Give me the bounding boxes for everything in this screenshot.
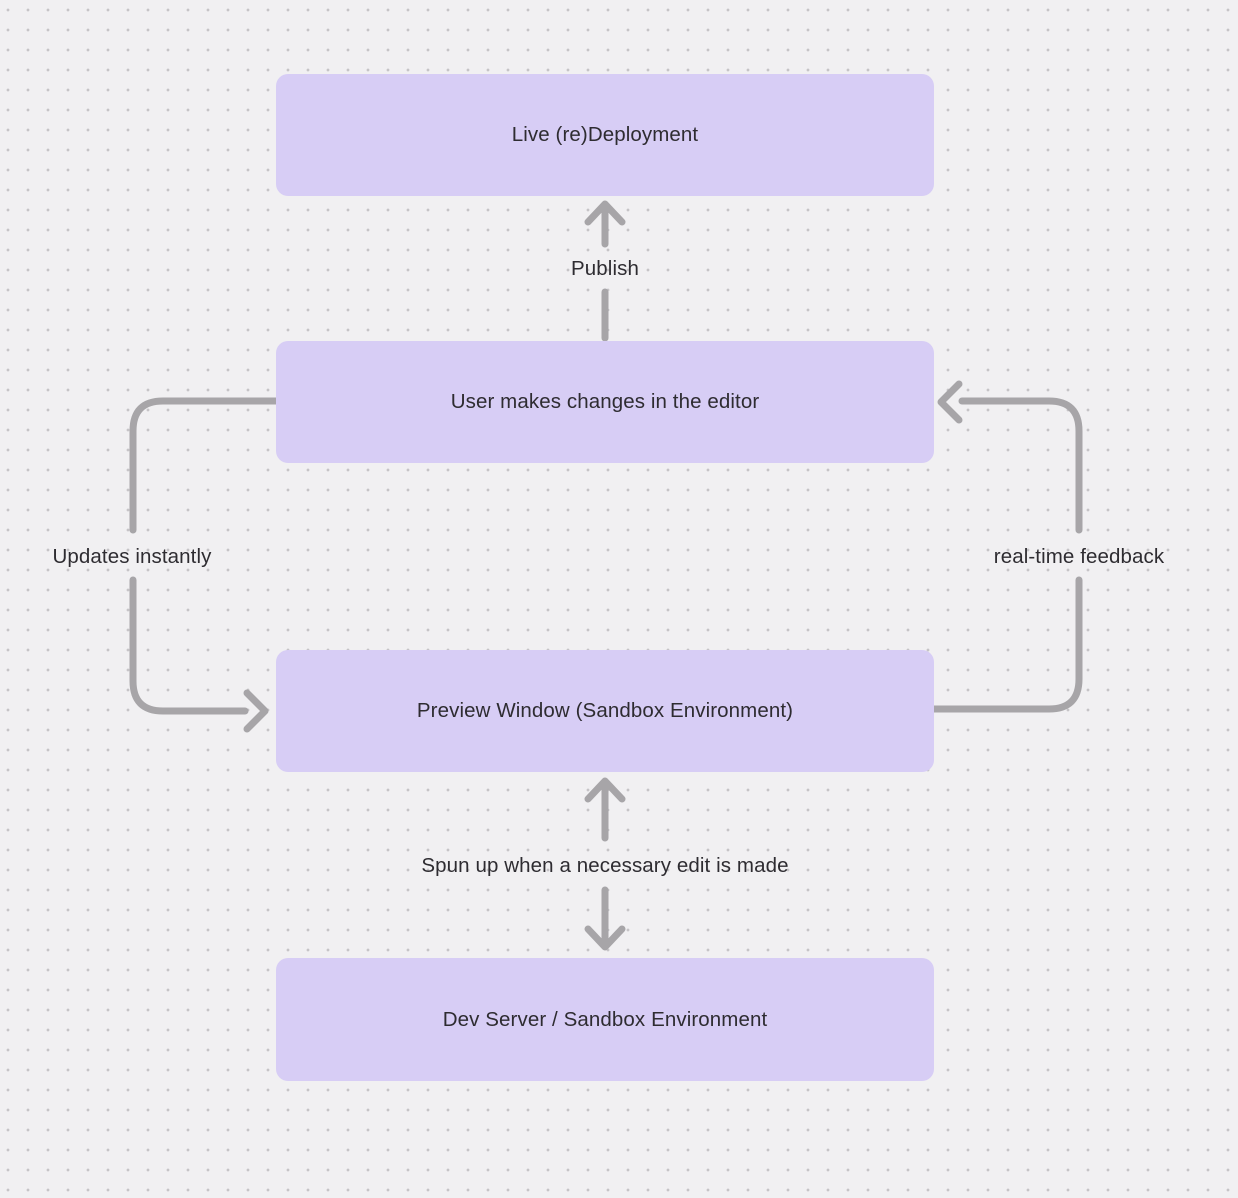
edge-label-publish: Publish — [571, 257, 639, 280]
arrowhead-up-icon — [584, 777, 626, 803]
edge-label-real-time-feedback: real-time feedback — [993, 545, 1165, 568]
arrowhead-down-icon — [584, 925, 626, 951]
arrowhead-up-icon — [584, 200, 626, 226]
edge-label-spun-up: Spun up when a necessary edit is made — [421, 854, 789, 877]
arrowhead-right-icon — [243, 689, 269, 733]
node-preview-window[interactable]: Preview Window (Sandbox Environment) — [276, 650, 934, 772]
node-dev-server[interactable]: Dev Server / Sandbox Environment — [276, 958, 934, 1081]
node-user-editor[interactable]: User makes changes in the editor — [276, 341, 934, 463]
edge-label-updates-instantly: Updates instantly — [52, 545, 212, 568]
node-live-deployment-label: Live (re)Deployment — [511, 123, 699, 146]
node-preview-window-label: Preview Window (Sandbox Environment) — [416, 699, 794, 722]
node-live-deployment[interactable]: Live (re)Deployment — [276, 74, 934, 196]
node-dev-server-label: Dev Server / Sandbox Environment — [442, 1007, 768, 1031]
arrowhead-left-icon — [937, 380, 963, 424]
node-user-editor-label: User makes changes in the editor — [450, 390, 760, 413]
